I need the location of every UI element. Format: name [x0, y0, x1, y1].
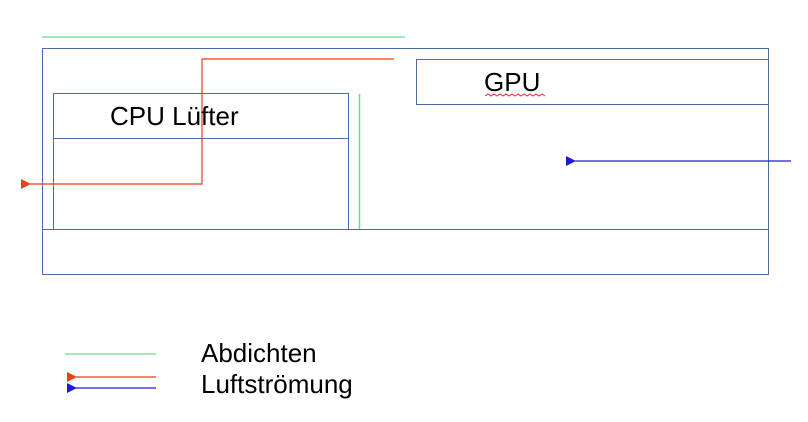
- cpu-fan-label: CPU Lüfter: [110, 101, 239, 131]
- gpu-box: [416, 59, 769, 105]
- legend-label-seal: Abdichten: [201, 338, 317, 368]
- airflow-arrow-red: [21, 58, 394, 189]
- cpu-fan-box: [53, 93, 349, 230]
- gpu-label: GPU: [484, 67, 540, 97]
- legend-label-airflow: Luftströmung: [201, 369, 353, 399]
- spellcheck-underline: [484, 93, 546, 97]
- legend: Abdichten Luftströmung: [65, 338, 353, 399]
